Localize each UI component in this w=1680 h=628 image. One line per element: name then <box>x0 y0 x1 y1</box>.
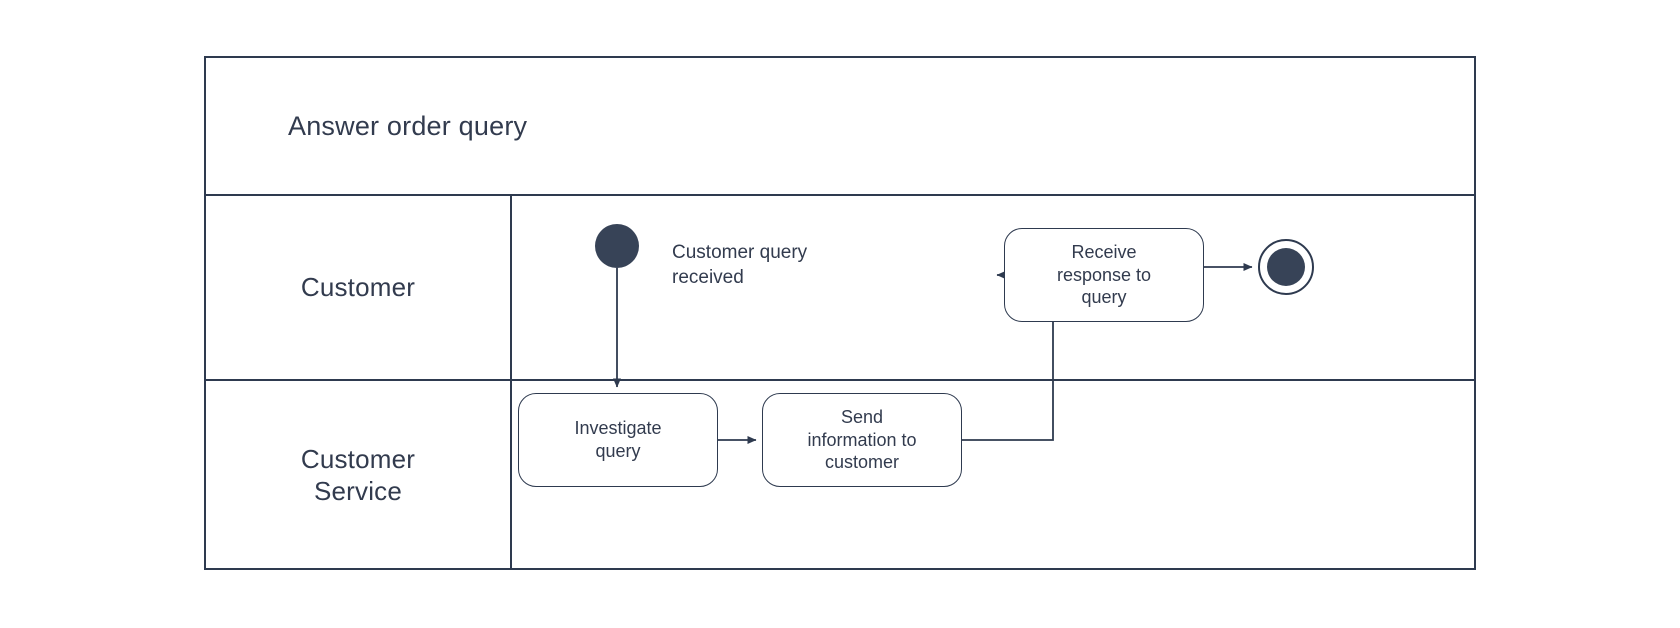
lane-label-customer: Customer <box>300 271 416 302</box>
start-node-annotation-line1: Customer query <box>672 242 808 263</box>
start-node-filled-circle-icon <box>595 224 639 268</box>
pool-title-band: Answer order query <box>206 58 1474 196</box>
activity-receive-response-line1: Receive <box>1071 241 1137 262</box>
lane-body-customer <box>512 196 1474 379</box>
end-node-inner-circle <box>1267 248 1305 286</box>
activity-send-information-line1: Send <box>840 406 884 427</box>
page-title: Answer order query <box>288 110 528 141</box>
end-node-bullseye-circle-icon <box>1258 239 1314 295</box>
start-node-annotation-line2: received <box>672 267 744 289</box>
activity-receive-response-label: Receive response to query <box>1057 241 1151 309</box>
activity-receive-response-line3: query <box>1081 287 1127 308</box>
activity-investigate-query-line2: query <box>595 441 641 461</box>
lane-label-customer-service-line2: Service <box>313 475 403 506</box>
activity-send-information-line2: information to <box>807 429 917 450</box>
lane-label-cell-customer-service: Customer Service <box>206 381 512 570</box>
lane-customer: Customer <box>206 196 1474 381</box>
activity-send-information-to-customer[interactable]: Send information to customer <box>762 393 962 487</box>
lane-label-cell-customer: Customer <box>206 196 512 379</box>
lane-customer-service: Customer Service <box>206 381 1474 570</box>
activity-receive-response-to-query[interactable]: Receive response to query <box>1004 228 1204 322</box>
activity-investigate-query[interactable]: Investigate query <box>518 393 718 487</box>
lane-label-customer-service-line1: Customer <box>300 443 416 474</box>
swimlane-pool-frame: Answer order query Customer Customer Ser… <box>204 56 1476 570</box>
activity-send-information-label: Send information to customer <box>807 406 916 474</box>
activity-send-information-line3: customer <box>824 452 900 473</box>
activity-investigate-query-line1: Investigate <box>574 418 662 439</box>
activity-investigate-query-label: Investigate query <box>574 417 661 462</box>
lane-label-customer-service: Customer Service <box>301 444 415 507</box>
activity-receive-response-line2: response to <box>1056 264 1152 285</box>
start-node-annotation: Customer query received <box>672 240 872 291</box>
